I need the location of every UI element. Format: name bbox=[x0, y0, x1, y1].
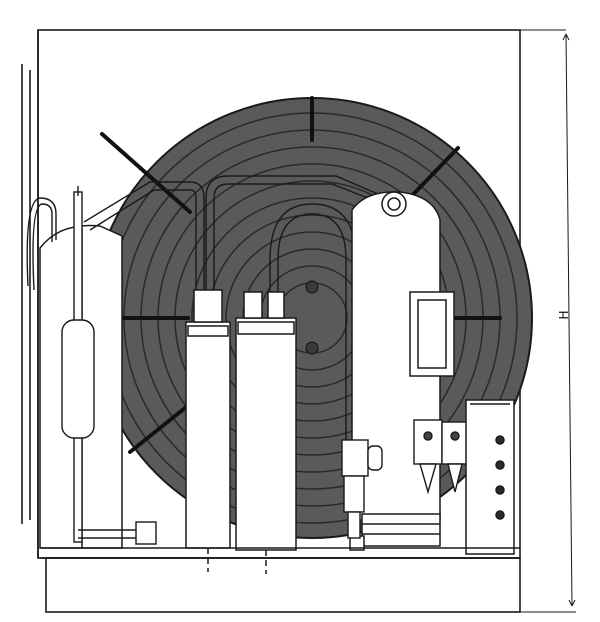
height-dimension-label: H bbox=[557, 310, 571, 320]
receiver-icon bbox=[185, 289, 231, 572]
discharge-pipes bbox=[83, 175, 393, 440]
base-frame bbox=[40, 547, 520, 559]
receiver-2 bbox=[235, 291, 297, 574]
compressor-icon bbox=[349, 191, 455, 551]
height-dimension bbox=[520, 29, 576, 613]
electrical-box-icon bbox=[465, 399, 515, 555]
liquid-line bbox=[26, 186, 157, 545]
pressure-switch-icon bbox=[413, 419, 469, 495]
service-valve bbox=[341, 439, 383, 539]
